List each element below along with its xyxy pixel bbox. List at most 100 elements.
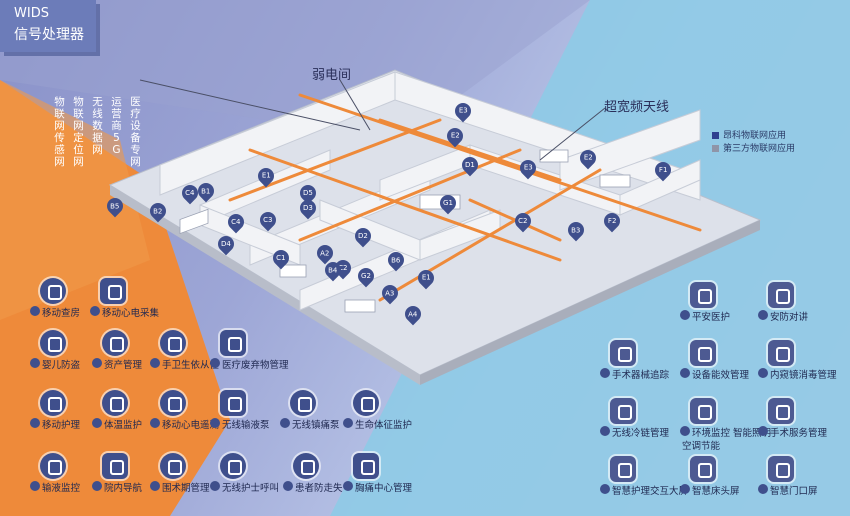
app-icon	[690, 456, 716, 482]
app-label: 无线镇痛泵	[292, 420, 340, 431]
legend-item: 昂科物联网应用	[712, 128, 786, 141]
app-item: 围术期管理	[150, 453, 246, 497]
network-label: 医疗设备专网	[130, 96, 141, 168]
app-item: 智慧护理交互大屏	[600, 456, 696, 500]
app-item: 无线护士呼叫	[210, 453, 306, 497]
pin-icon	[210, 481, 220, 491]
legend-item: 第三方物联网应用	[712, 141, 795, 154]
floor-tag-text: F1	[658, 166, 668, 175]
app-label: 输液监控	[42, 483, 81, 494]
legend-swatch	[712, 145, 719, 152]
app-label: 患者防走失	[295, 483, 343, 494]
app-icon	[220, 390, 246, 416]
app-label: 无线冷链管理	[612, 428, 670, 439]
floor-tag-text: E2	[583, 154, 593, 163]
floor-tag-text: E2	[450, 132, 460, 141]
floor-tag-text: B5	[110, 202, 120, 211]
app-label: 智慧护理交互大屏	[612, 486, 689, 497]
pin-icon	[343, 481, 353, 491]
pin-icon	[92, 481, 102, 491]
pin-icon	[30, 358, 40, 368]
app-item: 智慧门口屏	[758, 456, 850, 500]
app-icon	[610, 340, 636, 366]
pin-icon	[92, 358, 102, 368]
app-icon	[220, 453, 246, 479]
app-icon	[353, 453, 379, 479]
app-label: 智慧床头屏	[692, 486, 740, 497]
pin-icon	[150, 481, 160, 491]
floor-tag-text: B2	[153, 207, 163, 216]
app-item: 安防对讲	[758, 282, 850, 326]
app-label: 胸痛中心管理	[355, 483, 413, 494]
pin-icon	[30, 306, 40, 316]
pin-icon	[758, 310, 768, 320]
floor-tag-text: D3	[303, 204, 313, 212]
pin-icon	[600, 484, 610, 494]
floor-tag-text: D4	[221, 240, 231, 248]
floor-tag-text: C4	[231, 218, 241, 226]
pin-icon	[280, 418, 290, 428]
floor-tag-text: E3	[458, 107, 468, 116]
app-icon	[610, 456, 636, 482]
app-icon	[40, 330, 66, 356]
pin-icon	[600, 368, 610, 378]
app-item: 输液监控	[30, 453, 126, 497]
app-label: 医疗废弃物管理	[222, 360, 289, 371]
app-icon	[768, 340, 794, 366]
app-icon	[40, 390, 66, 416]
wids-title: WIDS	[14, 6, 49, 21]
app-item: 手术器械追踪	[600, 340, 696, 384]
app-icon	[690, 282, 716, 308]
app-icon	[220, 330, 246, 356]
floor-tag-text: A3	[385, 289, 395, 297]
app-icon	[160, 453, 186, 479]
app-label: 智慧门口屏	[770, 486, 818, 497]
floor-tag-text: C4	[185, 189, 195, 197]
app-label: 移动心电遥测	[162, 420, 220, 431]
app-label: 无线输液泵	[222, 420, 270, 431]
pin-icon	[150, 358, 160, 368]
app-label: 生命体征监护	[355, 420, 413, 431]
app-label: 设备能效管理	[692, 370, 750, 381]
app-label: 手术服务管理	[770, 428, 828, 439]
network-label: 物联网定位网	[73, 96, 84, 168]
pin-icon	[758, 368, 768, 378]
app-label: 围术期管理	[162, 483, 210, 494]
floor-tag-text: D1	[465, 161, 475, 169]
floor-tag-text: A4	[408, 310, 418, 318]
app-item: 空调节能	[670, 420, 766, 464]
floor-tag-text: B6	[391, 256, 401, 265]
app-icon	[100, 278, 126, 304]
network-label: 运营商5G	[111, 96, 122, 156]
pin-icon	[680, 310, 690, 320]
app-item: 环境监控 智能照明	[680, 398, 776, 442]
pin-icon	[210, 358, 220, 368]
wids-subtitle: 信号处理器	[14, 27, 84, 43]
antenna-label: 超宽频天线	[604, 100, 670, 115]
floor-tag-text: G2	[361, 272, 371, 281]
app-item: 生命体征监护	[343, 390, 439, 434]
pin-icon	[30, 481, 40, 491]
app-icon	[102, 453, 128, 479]
app-icon	[102, 330, 128, 356]
pin-icon	[600, 426, 610, 436]
floor-tag-text: B4	[328, 266, 338, 275]
floor-tag-text: C3	[263, 216, 273, 224]
floor-tag-text: C2	[518, 217, 528, 225]
app-item: 婴儿防盗	[30, 330, 126, 374]
pin-icon	[343, 418, 353, 428]
app-icon	[610, 398, 636, 424]
app-label: 移动心电采集	[102, 308, 160, 319]
floor-tag-text: F2	[607, 217, 617, 226]
pin-icon	[30, 418, 40, 428]
app-item: 资产管理	[92, 330, 188, 374]
app-icon	[102, 390, 128, 416]
app-label: 移动护理	[42, 420, 81, 431]
app-item: 移动心电遥测	[150, 390, 246, 434]
pin-icon	[680, 426, 690, 436]
pin-icon	[210, 418, 220, 428]
app-icon	[768, 456, 794, 482]
app-icon	[353, 390, 379, 416]
app-item: 移动查房	[30, 278, 126, 322]
app-item: 无线冷链管理	[600, 398, 696, 442]
